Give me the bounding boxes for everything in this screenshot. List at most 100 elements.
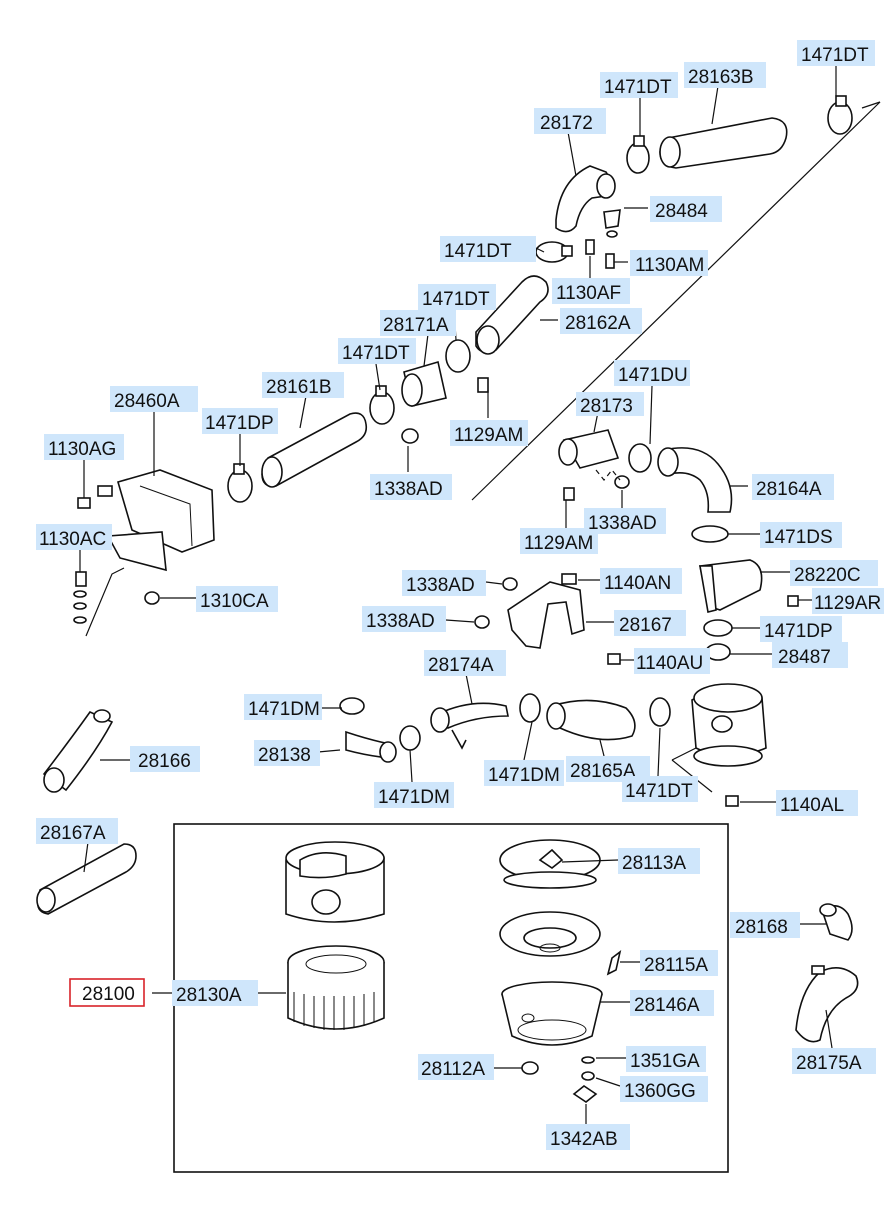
- label-1471dt-2: 1471DT: [604, 77, 672, 98]
- nut-1338ad-c: [474, 615, 490, 629]
- bolt-1140au: [607, 653, 621, 665]
- label-28166: 28166: [138, 751, 191, 772]
- clamp-1471dt-a: [626, 135, 650, 174]
- label-1338ad-3: 1338AD: [406, 575, 475, 596]
- label-1129ar: 1129AR: [814, 593, 881, 614]
- label-1130am: 1130AM: [635, 255, 704, 276]
- label-28167: 28167: [619, 615, 672, 636]
- clamp-1471dt-d: [649, 697, 671, 727]
- label-28164a: 28164A: [756, 479, 822, 500]
- nut-1338ad-a: [401, 428, 419, 444]
- filter-28130a: [287, 945, 385, 1030]
- label-28163b: 28163B: [688, 67, 754, 88]
- filter-bowl: [499, 911, 601, 957]
- label-1338ad-4: 1338AD: [366, 611, 435, 632]
- tee-28173: [558, 429, 630, 501]
- label-1360gg: 1360GG: [624, 1081, 696, 1102]
- part-28112a: [521, 1061, 539, 1075]
- label-28484: 28484: [655, 201, 708, 222]
- hose-28161b: [261, 412, 368, 488]
- label-1471dt-5: 1471DT: [342, 343, 410, 364]
- elbow-28168: [819, 903, 853, 941]
- hose-28163b: [659, 117, 788, 169]
- label-28100[interactable]: 28100: [82, 984, 135, 1005]
- label-28138: 28138: [258, 745, 311, 766]
- label-1471dp: 1471DP: [205, 413, 274, 434]
- clamp-1471dt-top: [827, 95, 853, 135]
- label-1471dt-4: 1471DT: [422, 289, 490, 310]
- bracket-28460a: [97, 469, 215, 572]
- label-28220c: 28220C: [794, 565, 861, 586]
- hose-28138: [345, 730, 397, 763]
- elbow-28172: [555, 165, 616, 233]
- label-1130ac: 1130AC: [39, 529, 106, 550]
- label-28175a: 28175A: [796, 1053, 862, 1074]
- hose-28166: [42, 709, 114, 793]
- part-1351ga: [581, 1056, 595, 1064]
- label-1338ad-1: 1338AD: [374, 479, 443, 500]
- label-1471dm-3: 1471DM: [378, 787, 450, 808]
- label-1471dp-2: 1471DP: [764, 621, 833, 642]
- label-28113a: 28113A: [622, 853, 686, 874]
- label-28487: 28487: [778, 647, 831, 668]
- leader-lines: [79, 64, 837, 1124]
- label-1471dt-top: 1471DT: [801, 45, 869, 66]
- label-28173: 28173: [580, 396, 633, 417]
- label-28172: 28172: [540, 113, 593, 134]
- label-1130af: 1130AF: [556, 283, 621, 304]
- label-1338ad-2: 1338AD: [588, 513, 657, 534]
- hose-28167a: [36, 843, 137, 915]
- adapter-28171a: [401, 339, 489, 407]
- clamp-1471dt-c: [369, 385, 395, 425]
- hose-28175a: [795, 965, 859, 1043]
- nut-1310ca: [144, 591, 160, 605]
- air-cleaner-assembly: [691, 683, 767, 767]
- label-28162a: 28162A: [565, 313, 631, 334]
- hose-28162a: [475, 275, 549, 355]
- bolt-1130am: [585, 239, 615, 269]
- label-28168: 28168: [735, 917, 788, 938]
- sensor-28484: [603, 209, 621, 238]
- label-1130ag: 1130AG: [48, 439, 116, 460]
- bracket-leader: [85, 567, 125, 637]
- clamp-1471dm-c: [519, 693, 541, 723]
- label-1129am-1: 1129AM: [454, 425, 523, 446]
- highlight-box-28100: [69, 978, 145, 1007]
- label-1471du: 1471DU: [618, 365, 688, 386]
- nut-1338ad-b: [502, 577, 518, 591]
- label-28165a: 28165A: [570, 761, 636, 782]
- label-1471dt-6: 1471DT: [625, 781, 693, 802]
- bolt-1140al: [725, 795, 739, 807]
- label-28146a: 28146A: [634, 995, 700, 1016]
- clip-28115a: [606, 950, 622, 976]
- clamp-1471ds: [691, 525, 729, 543]
- label-1342ab: 1342AB: [550, 1129, 618, 1150]
- label-1140al: 1140AL: [780, 795, 844, 816]
- label-28161b: 28161B: [266, 377, 332, 398]
- label-1471ds: 1471DS: [764, 527, 833, 548]
- clamp-1471du: [628, 443, 652, 473]
- label-1471dt-3: 1471DT: [444, 241, 512, 262]
- label-28171a: 28171A: [383, 315, 449, 336]
- clamp-1471dm-a: [339, 697, 365, 715]
- label-1471dm-1: 1471DM: [248, 699, 320, 720]
- label-1140au: 1140AU: [636, 653, 703, 674]
- label-28460a: 28460A: [114, 391, 180, 412]
- part-1360gg: [581, 1071, 595, 1081]
- hose-28165a: [546, 699, 636, 741]
- label-1129am-2: 1129AM: [524, 533, 593, 554]
- lid-28113a: [499, 839, 601, 889]
- label-28115a: 28115A: [644, 955, 708, 976]
- label-28174a: 28174A: [428, 655, 494, 676]
- label-1310ca: 1310CA: [200, 591, 269, 612]
- clamp-1471dm-b: [399, 725, 421, 751]
- part-labels: 1471DT 28163B 1471DT 28172 28484 1471DT …: [36, 40, 884, 1150]
- label-28167a: 28167A: [40, 823, 106, 844]
- housing-top: [285, 841, 385, 923]
- label-28112a: 28112A: [421, 1059, 485, 1080]
- label-1471dm-2: 1471DM: [488, 765, 560, 786]
- base-28146a: [501, 981, 603, 1046]
- wingnut-1342ab: [572, 1085, 598, 1103]
- fasteners-1130: [73, 497, 91, 624]
